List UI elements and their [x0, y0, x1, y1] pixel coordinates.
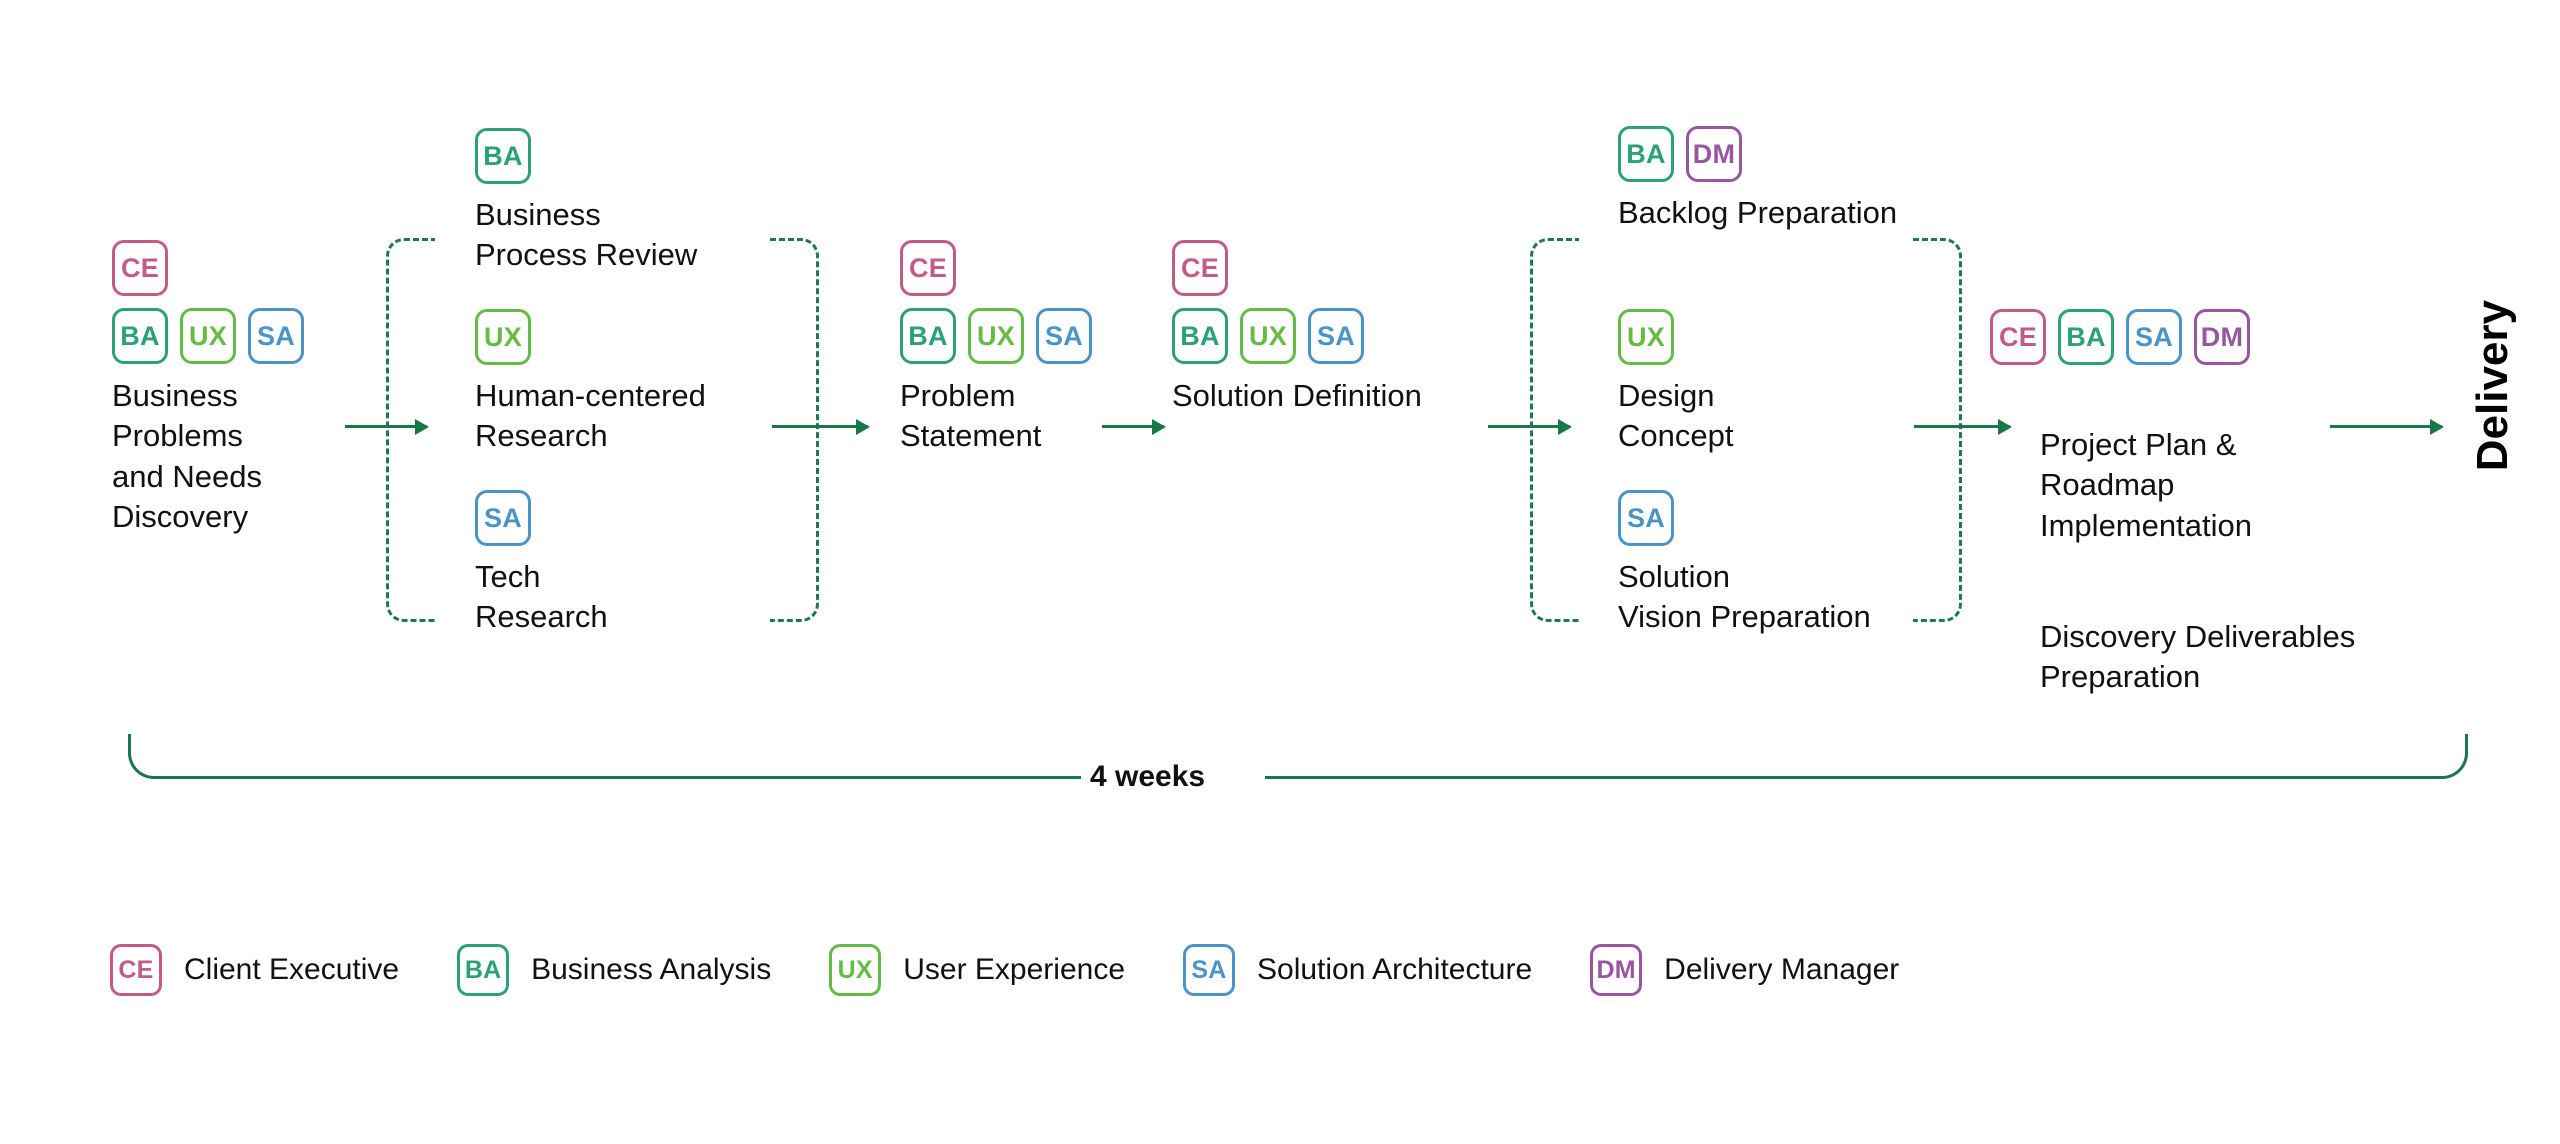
badge-row: SA — [475, 490, 608, 546]
flow-arrow-6 — [2330, 425, 2442, 428]
stage-label: Discovery Deliverables Preparation — [2040, 619, 2356, 695]
badge-row-bottom: BA UX SA — [1172, 308, 1422, 364]
role-badge-ce: CE — [1990, 309, 2046, 365]
stage-project-plan-label-block: Project Plan & Roadmap Implementation — [2040, 425, 2252, 546]
flow-arrow-2 — [772, 425, 868, 428]
role-badge-ux: UX — [829, 944, 882, 996]
role-badge-dm: DM — [1686, 126, 1742, 182]
group-bracket-close-2 — [1913, 238, 1962, 622]
stage-label: Human-centered Research — [475, 378, 706, 454]
stage-label: Tech Research — [475, 559, 608, 635]
stage-human-centered-research: UX Human-centered Research — [475, 309, 706, 457]
stage-label: Business Process Review — [475, 197, 698, 273]
badge-row: BA — [475, 128, 697, 184]
group-bracket-close-1 — [770, 238, 819, 622]
badge-row-top: CE — [900, 240, 1092, 296]
badge-row-top: CE — [1172, 240, 1422, 296]
duration-bracket-right — [1265, 734, 2468, 779]
stage-label: Backlog Preparation — [1618, 195, 1898, 230]
badge-row: SA — [1618, 490, 1871, 546]
stage-label: Design Concept — [1618, 378, 1734, 454]
badge-row-top: CE — [112, 240, 304, 296]
role-badge-ba: BA — [1172, 308, 1228, 364]
role-badge-ce: CE — [110, 944, 162, 996]
stage-design-concept: UX Design Concept — [1618, 309, 1733, 457]
role-badge-ux: UX — [475, 309, 531, 365]
role-badge-dm: DM — [1590, 944, 1643, 996]
duration-bracket-left — [128, 734, 1081, 779]
stage-label: Solution Definition — [1172, 378, 1422, 413]
legend-label: Client Executive — [184, 953, 400, 986]
role-badge-ce: CE — [112, 240, 168, 296]
role-badge-ba: BA — [457, 944, 510, 996]
stage-project-plan-and-roadmap-implementation: CE BA SA DM — [1990, 309, 2250, 365]
role-badge-ba: BA — [2058, 309, 2114, 365]
badge-row: CE BA SA DM — [1990, 309, 2250, 365]
role-badge-ba: BA — [1618, 126, 1674, 182]
legend-label: Business Analysis — [531, 953, 772, 986]
role-badge-ba: BA — [112, 308, 168, 364]
group-bracket-open-2 — [1530, 238, 1579, 622]
duration-label: 4 weeks — [1090, 760, 1206, 793]
stage-label: Project Plan & Roadmap Implementation — [2040, 427, 2252, 543]
role-badge-ux: UX — [180, 308, 236, 364]
stage-business-process-review: BA Business Process Review — [475, 128, 697, 276]
badge-row: UX — [1618, 309, 1733, 365]
role-badge-ce: CE — [900, 240, 956, 296]
legend-label: Delivery Manager — [1664, 953, 1900, 986]
legend-item-solution-architecture: SA Solution Architecture — [1183, 944, 1532, 996]
role-badge-sa: SA — [1308, 308, 1364, 364]
legend-item-business-analysis: BA Business Analysis — [457, 944, 771, 996]
role-badge-ba: BA — [900, 308, 956, 364]
role-badge-sa: SA — [2126, 309, 2182, 365]
legend-item-client-executive: CE Client Executive — [110, 944, 399, 996]
role-badge-sa: SA — [248, 308, 304, 364]
legend-label: User Experience — [903, 953, 1125, 986]
badge-row: UX — [475, 309, 706, 365]
role-badge-dm: DM — [2194, 309, 2250, 365]
legend: CE Client Executive BA Business Analysis… — [110, 944, 1899, 996]
stage-solution-vision-preparation: SA Solution Vision Preparation — [1618, 490, 1871, 638]
flow-arrow-5 — [1914, 425, 2010, 428]
badge-row-bottom: BA UX SA — [112, 308, 304, 364]
stage-problem-statement: CE BA UX SA Problem Statement — [900, 240, 1092, 457]
role-badge-ba: BA — [475, 128, 531, 184]
role-badge-sa: SA — [475, 490, 531, 546]
stage-label: Problem Statement — [900, 378, 1042, 454]
role-badge-sa: SA — [1618, 490, 1674, 546]
stage-business-problems-and-needs-discovery: CE BA UX SA Business Problems and Needs … — [112, 240, 304, 537]
stage-backlog-preparation: BA DM Backlog Preparation — [1618, 126, 1897, 233]
role-badge-ux: UX — [968, 308, 1024, 364]
stage-solution-definition: CE BA UX SA Solution Definition — [1172, 240, 1422, 416]
legend-label: Solution Architecture — [1257, 953, 1533, 986]
stage-label: Solution Vision Preparation — [1618, 559, 1871, 635]
flow-arrow-3 — [1102, 425, 1164, 428]
role-badge-ce: CE — [1172, 240, 1228, 296]
stage-label: Business Problems and Needs Discovery — [112, 378, 262, 534]
stage-discovery-deliverables-preparation: Discovery Deliverables Preparation — [2040, 617, 2355, 698]
legend-item-user-experience: UX User Experience — [829, 944, 1125, 996]
role-badge-ux: UX — [1240, 308, 1296, 364]
group-bracket-open-1 — [386, 238, 435, 622]
role-badge-ux: UX — [1618, 309, 1674, 365]
legend-item-delivery-manager: DM Delivery Manager — [1590, 944, 1899, 996]
badge-row: BA DM — [1618, 126, 1897, 182]
role-badge-sa: SA — [1183, 944, 1235, 996]
role-badge-sa: SA — [1036, 308, 1092, 364]
stage-tech-research: SA Tech Research — [475, 490, 608, 638]
flow-arrow-4 — [1488, 425, 1570, 428]
delivery-label: Delivery — [2468, 300, 2517, 472]
badge-row-bottom: BA UX SA — [900, 308, 1092, 364]
